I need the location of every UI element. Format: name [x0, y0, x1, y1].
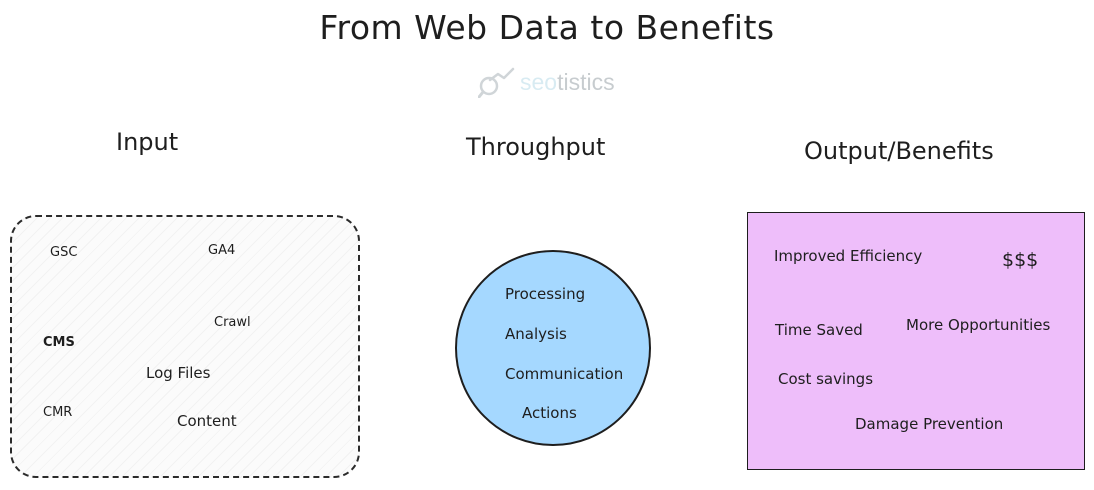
logo-suffix: tistics — [557, 68, 615, 95]
output-item-more-opportunities: More Opportunities — [906, 316, 1051, 334]
output-item-damage-prevention: Damage Prevention — [855, 415, 1004, 433]
output-item-cost-savings: Cost savings — [778, 370, 874, 388]
input-heading: Input — [116, 128, 179, 156]
input-item-crawl: Crawl — [214, 315, 251, 330]
output-box — [747, 212, 1085, 470]
input-item-ga4: GA4 — [208, 243, 236, 258]
output-heading: Output/Benefits — [804, 137, 994, 165]
input-box — [10, 215, 360, 478]
input-item-gsc: GSC — [50, 245, 78, 260]
throughput-heading: Throughput — [466, 133, 606, 161]
output-item-time-saved: Time Saved — [775, 321, 863, 339]
throughput-circle — [455, 250, 651, 446]
output-item-improved-efficiency: Improved Efficiency — [774, 247, 923, 265]
output-item-money: $$$ — [1002, 249, 1039, 271]
logo-wordmark: seotistics — [520, 69, 615, 96]
input-item-log-files: Log Files — [146, 364, 211, 382]
input-item-content: Content — [177, 412, 237, 430]
logo-prefix: seo — [520, 68, 558, 95]
logo-chart-icon — [478, 67, 515, 98]
throughput-item-communication: Communication — [505, 365, 624, 383]
diagram-title: From Web Data to Benefits — [319, 8, 775, 47]
input-item-cmr: CMR — [43, 405, 73, 420]
seotistics-logo: seotistics — [478, 66, 615, 98]
throughput-item-actions: Actions — [522, 404, 577, 422]
throughput-item-processing: Processing — [505, 285, 586, 303]
throughput-item-analysis: Analysis — [505, 325, 567, 343]
input-item-cms: CMS — [43, 335, 75, 350]
